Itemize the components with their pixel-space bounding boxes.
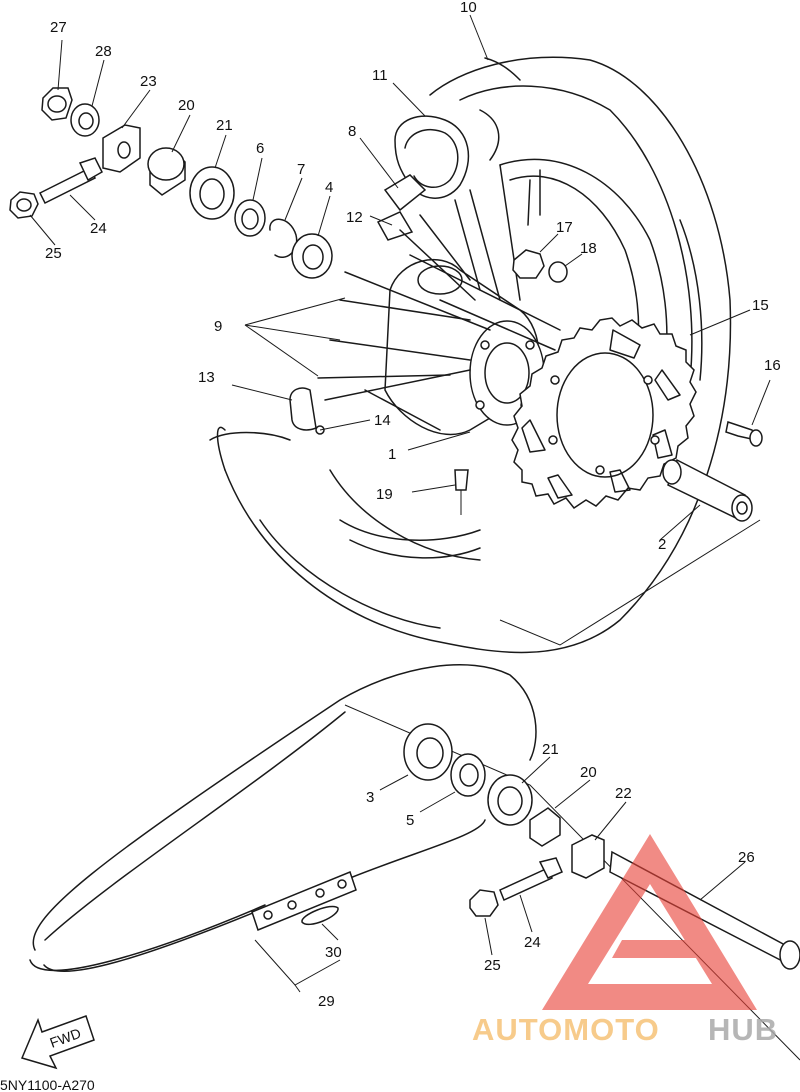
drive-chain: [29, 664, 537, 972]
callout-28: 28: [95, 43, 112, 60]
callout-24-bottom: 24: [524, 934, 541, 951]
callout-10: 10: [460, 0, 477, 16]
callout-11: 11: [372, 67, 388, 84]
spokes: [317, 164, 561, 431]
callout-20-top: 20: [178, 97, 195, 114]
bearing-4: [291, 233, 333, 279]
valve-19: [454, 469, 469, 515]
diagram-code: 5NY1100-A270: [0, 1077, 95, 1092]
callout-12: 12: [346, 209, 363, 226]
callout-27: 27: [50, 19, 67, 36]
callout-8: 8: [348, 123, 356, 140]
callout-16: 16: [764, 357, 781, 374]
chain-joint-29: [251, 871, 357, 931]
callout-3: 3: [366, 789, 374, 806]
callout-26: 26: [738, 849, 755, 866]
callout-24-top: 24: [90, 220, 107, 237]
nut-25: [9, 191, 39, 219]
bolt-16: [725, 421, 763, 447]
adjuster-block-23: [102, 124, 141, 173]
washer-18: [548, 261, 568, 283]
rim-lock: [376, 174, 427, 241]
rim-lock-13: [289, 387, 317, 431]
leader-lines: [29, 14, 771, 993]
spacer-5: [450, 753, 486, 797]
callout-25-bottom: 25: [484, 957, 501, 974]
callout-15: 15: [752, 297, 769, 314]
watermark-triangle: [542, 834, 757, 1010]
callout-21-top: 21: [216, 117, 233, 134]
callout-30: 30: [325, 944, 342, 961]
callout-9: 9: [214, 318, 222, 335]
sprocket: [511, 317, 697, 510]
washer-28: [70, 103, 100, 137]
collar-20: [147, 147, 186, 196]
callout-13: 13: [198, 369, 215, 386]
collar-20-bottom: [529, 807, 561, 847]
collar: [662, 458, 753, 522]
nut-17: [512, 249, 545, 279]
callout-19: 19: [376, 486, 393, 503]
callout-21-bottom: 21: [542, 741, 559, 758]
watermark-text-auto: AUTOMOTO: [472, 1012, 660, 1047]
oil-seal-6: [234, 199, 266, 237]
watermark-text-hub: HUB: [708, 1012, 778, 1047]
callout-18: 18: [580, 240, 597, 257]
callout-25-top: 25: [45, 245, 62, 262]
adjuster-block-22: [571, 834, 605, 879]
callout-22: 22: [615, 785, 632, 802]
callout-5: 5: [406, 812, 414, 829]
bolt-24-bottom: [499, 857, 563, 902]
callout-2: 2: [658, 536, 666, 553]
callout-14: 14: [374, 412, 391, 429]
callout-17: 17: [556, 219, 573, 236]
watermark-text: AUTOMOTO HUB: [472, 1012, 778, 1047]
callout-1: 1: [388, 446, 396, 463]
oil-seal-21: [189, 166, 235, 220]
chain-clip-30: [301, 905, 339, 926]
callout-29: 29: [318, 993, 335, 1010]
callout-20-bottom: 20: [580, 764, 597, 781]
oil-seal-21-bottom: [487, 774, 533, 826]
callout-4: 4: [325, 179, 333, 196]
callout-numbers: 10 11 8 12 9 13 14 1 19 15 16 17 18 2 27…: [45, 0, 781, 1010]
bearing-3: [403, 723, 453, 781]
nut-25-bottom: [469, 889, 499, 917]
nut-27: [41, 87, 73, 121]
watermark-logo: [542, 834, 757, 1010]
circlip-7: [269, 218, 298, 258]
callout-23: 23: [140, 73, 157, 90]
callout-6: 6: [256, 140, 264, 157]
bolt-24: [38, 157, 103, 205]
fwd-arrow: FWD: [20, 1015, 95, 1070]
rim-band: [479, 109, 500, 161]
callout-7: 7: [297, 161, 305, 178]
